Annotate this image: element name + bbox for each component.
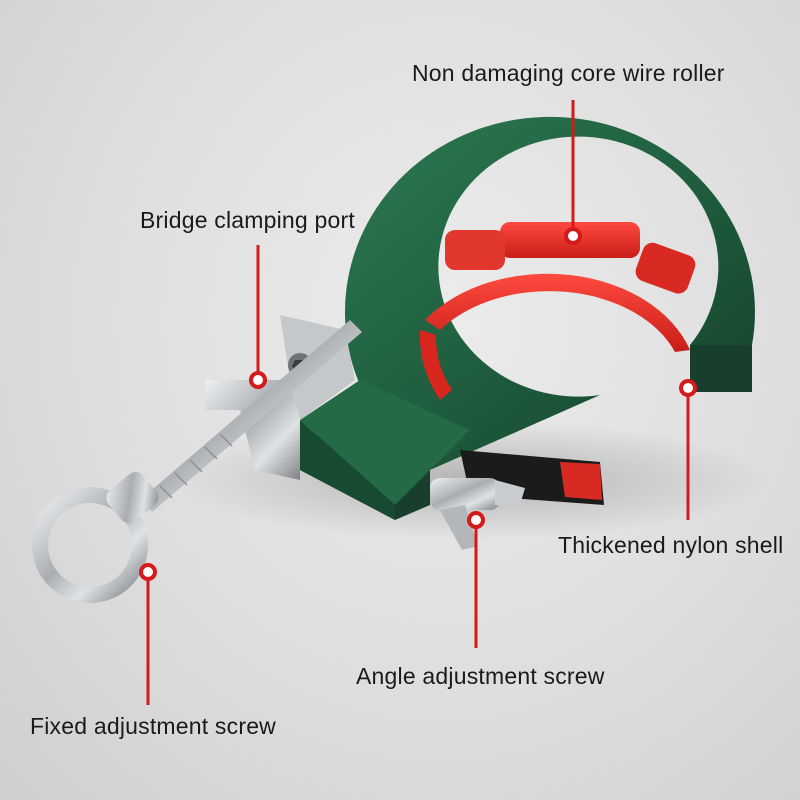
label-angle-adjustment-screw: Angle adjustment screw [356, 663, 605, 689]
threaded-rod [140, 320, 362, 512]
dot-roller [564, 227, 582, 245]
shell-side-right [690, 345, 752, 392]
dot-angle [467, 511, 485, 529]
dot-shell [679, 379, 697, 397]
lower-roller [560, 462, 602, 500]
label-bridge-clamping-port: Bridge clamping port [140, 207, 355, 233]
dot-fixed [139, 563, 157, 581]
label-fixed-adjustment-screw: Fixed adjustment screw [30, 713, 276, 739]
nylon-shell [300, 116, 755, 520]
leader-lines [146, 100, 690, 705]
label-core-wire-roller: Non damaging core wire roller [412, 60, 725, 86]
eye-bolt [32, 471, 159, 603]
label-thickened-nylon-shell: Thickened nylon shell [558, 532, 784, 558]
leader-dots [139, 227, 697, 581]
dot-bridge [249, 371, 267, 389]
